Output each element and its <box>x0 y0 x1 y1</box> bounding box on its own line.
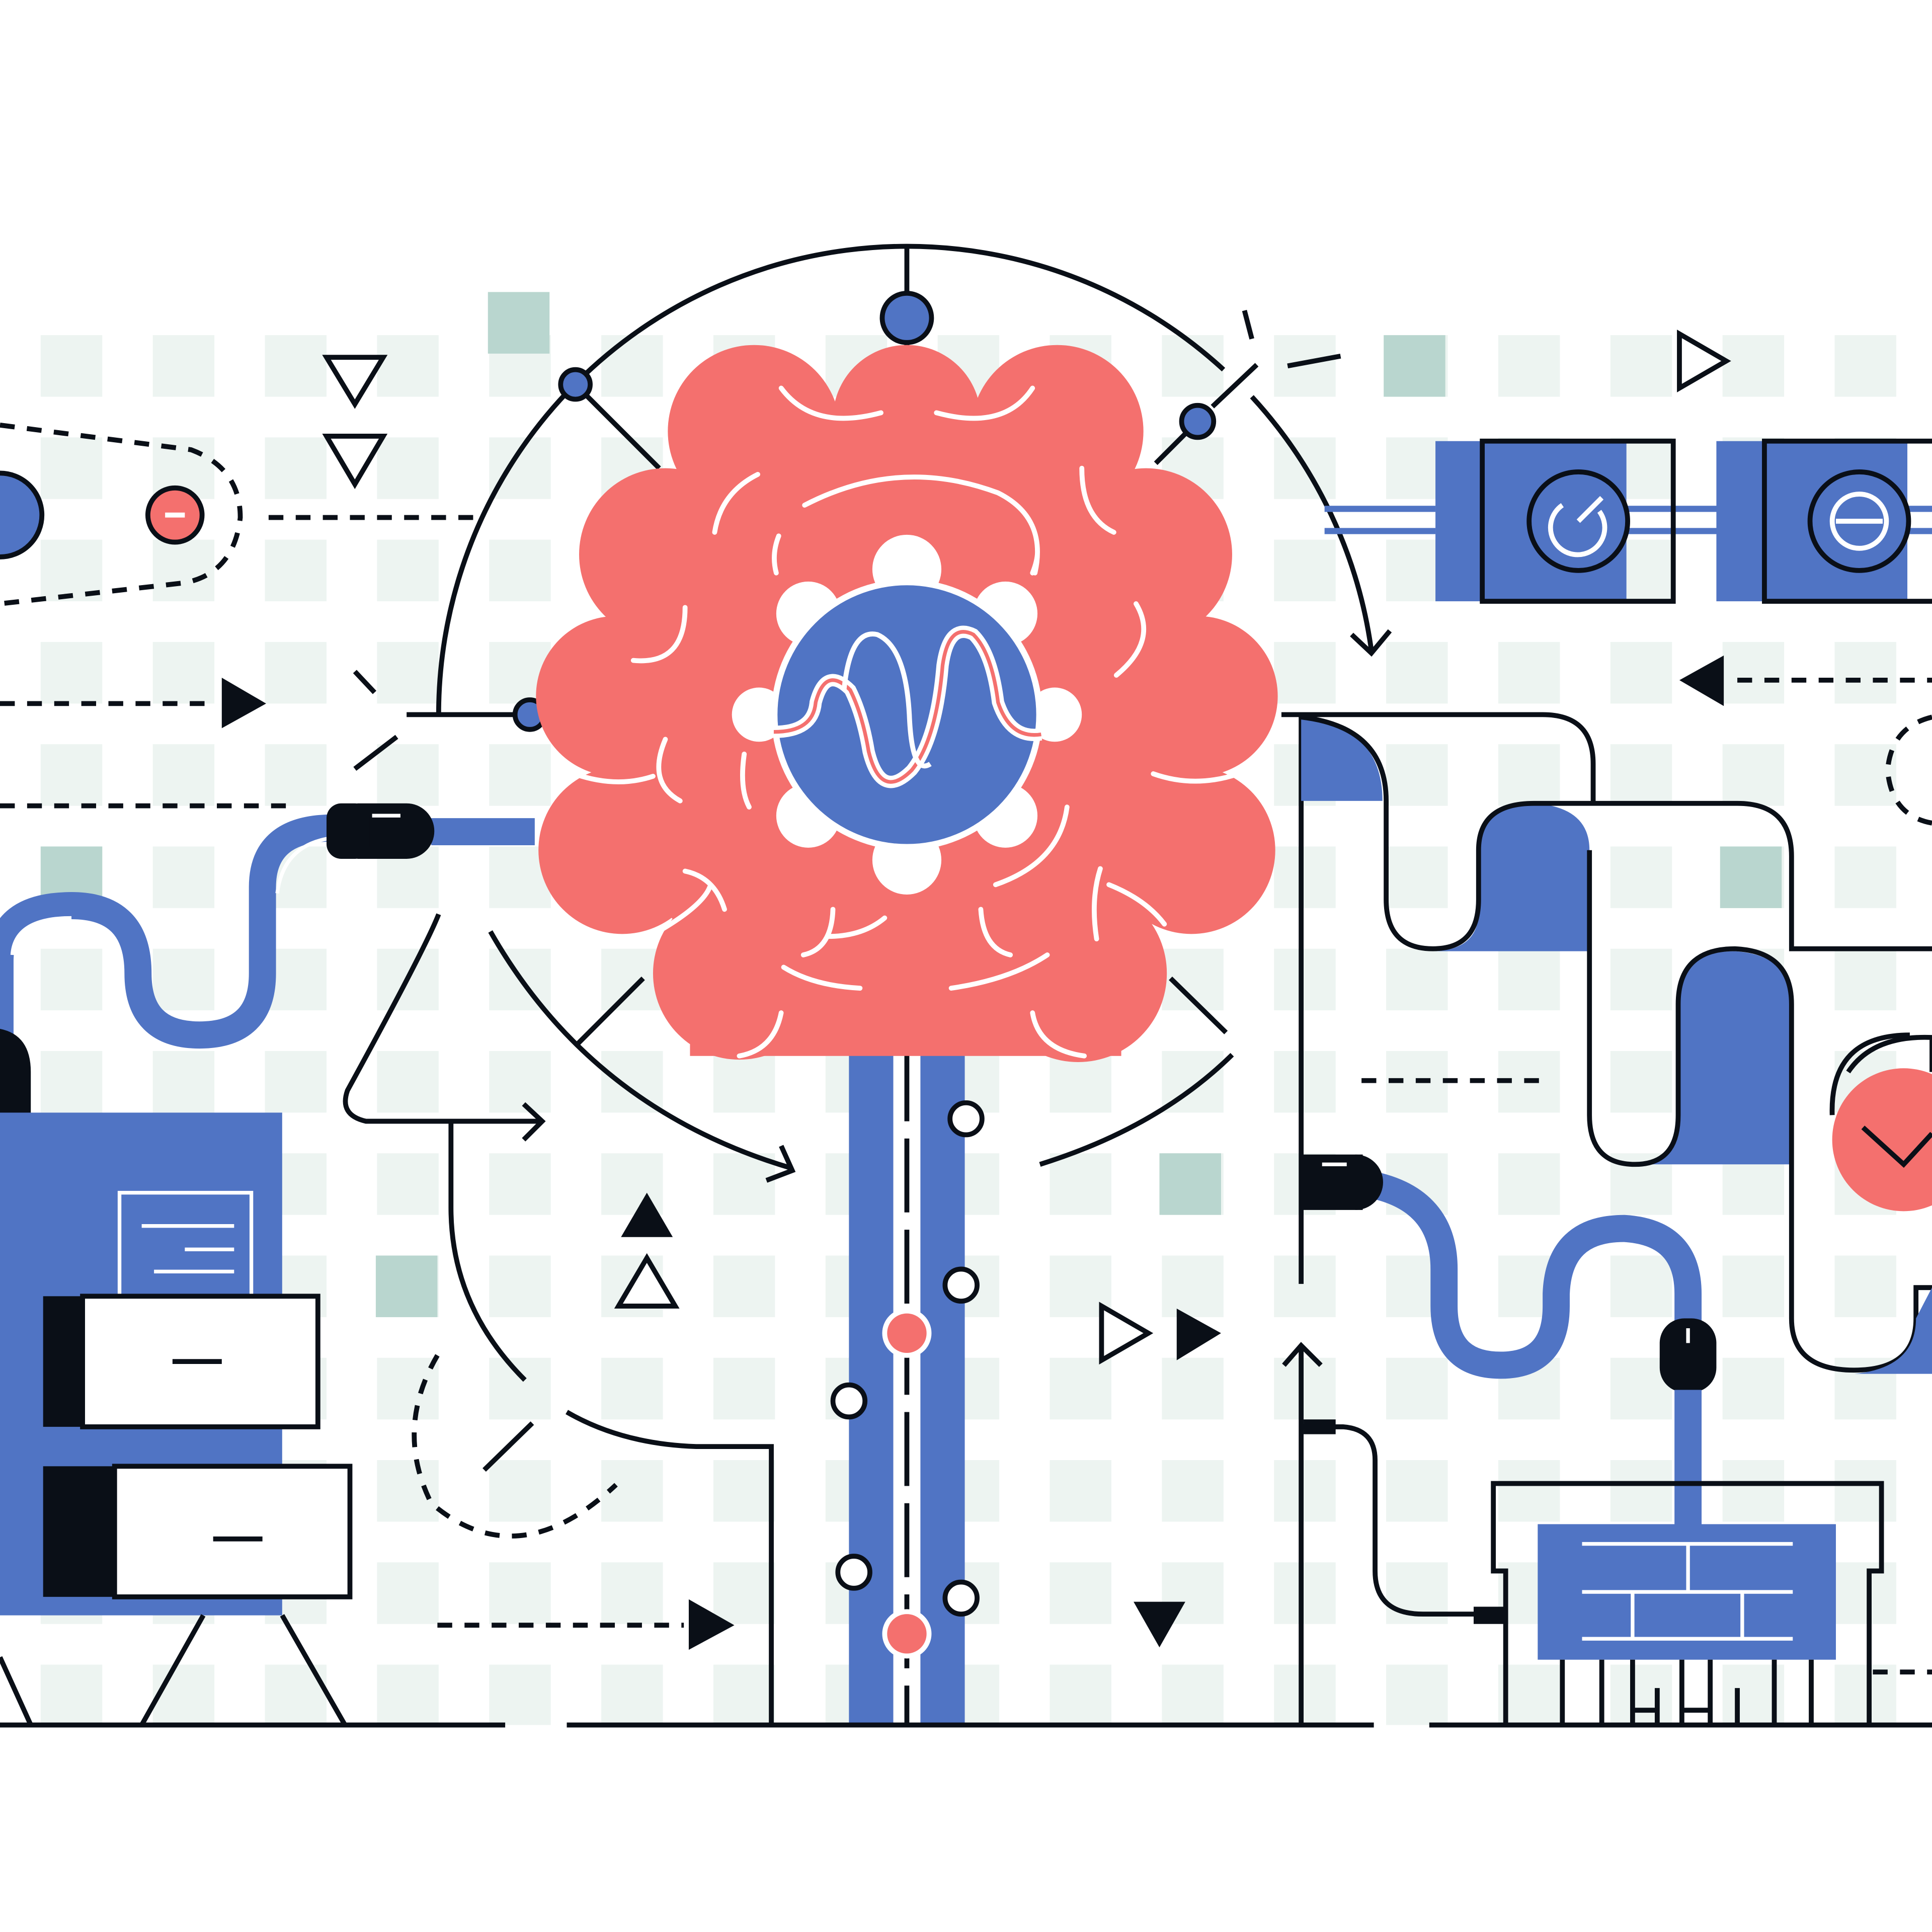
right-pipe-system <box>1281 712 1932 1374</box>
orbit-node-right <box>1179 403 1217 440</box>
brick-wall-icon <box>1582 1542 1793 1641</box>
check-circle-icon <box>1832 1068 1932 1212</box>
triangle-markers <box>322 330 1731 1648</box>
brick-machine <box>1491 1481 1884 1725</box>
mint-squares <box>40 292 1782 1317</box>
filing-cabinet-icon <box>0 1112 353 1727</box>
document-icon <box>117 1190 254 1306</box>
minus-circle-icon <box>1829 492 1889 551</box>
power-module <box>1324 438 1719 604</box>
sine-wave-icon <box>773 625 1042 788</box>
minus-module <box>1716 438 1932 604</box>
lower-right-pipe <box>1301 1154 1717 1624</box>
brain-icon <box>536 345 1278 1063</box>
orbit-node-left <box>558 367 593 402</box>
left-pipe <box>0 803 535 1115</box>
orbit-node-top <box>879 290 934 345</box>
power-icon <box>1548 496 1607 557</box>
blue-node-icon <box>0 470 45 559</box>
connector-lines <box>0 714 1932 1728</box>
minus-circle-icon <box>145 485 205 545</box>
data-stem <box>830 1047 985 1725</box>
